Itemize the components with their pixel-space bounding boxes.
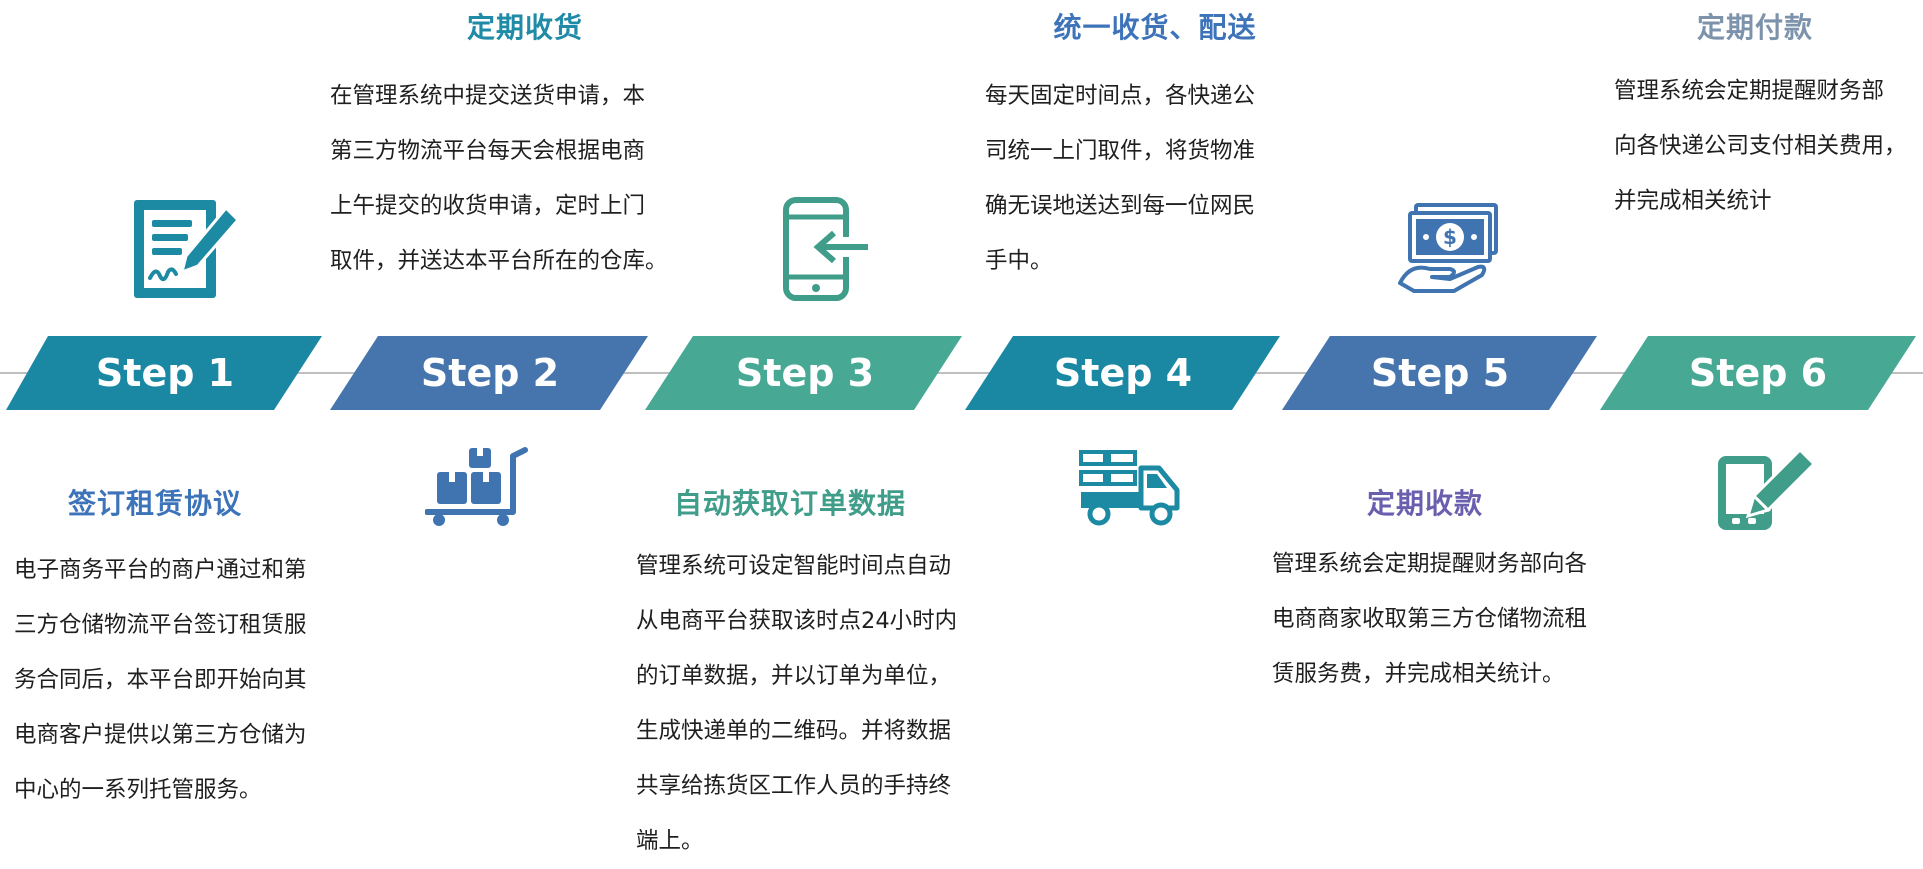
step6-banner: [1600, 336, 1916, 410]
step-timeline: [0, 336, 1923, 410]
step5-label: Step 5: [1370, 351, 1510, 395]
step6-title: 定期付款: [1696, 11, 1813, 44]
step2-title: 定期收货: [466, 11, 583, 44]
phone-arrow-icon: [783, 197, 868, 301]
step6-label: Step 6: [1688, 351, 1828, 395]
step4-banner: [965, 336, 1280, 410]
step3-title: 自动获取订单数据: [673, 487, 906, 520]
step2-label: Step 2: [420, 351, 560, 395]
step1-banner: [6, 336, 322, 410]
step6-description: 管理系统会定期提醒财务部 向各快递公司支付相关费用， 并完成相关统计: [1614, 78, 1907, 214]
step5-banner: [1282, 336, 1597, 410]
step4-label: Step 4: [1053, 351, 1193, 395]
step3-description: 管理系统可设定智能时间点自动 从电商平台获取该时点24小时内 的订单数据，并以订…: [636, 553, 958, 854]
step2-description: 在管理系统中提交送货申请，本 第三方物流平台每天会根据电商 上午提交的收货申请，…: [330, 83, 668, 274]
contract-sign-icon: [134, 200, 241, 298]
cart-boxes-icon: [425, 447, 528, 526]
tablet-pen-icon: [1718, 447, 1817, 530]
step3-label: Step 3: [735, 351, 875, 395]
step1-description: 电子商务平台的商户通过和第 三方仓储物流平台签订租赁服 务合同后，本平台即开始向…: [14, 557, 307, 803]
step5-title: 定期收款: [1366, 487, 1483, 520]
svg-text:$: $: [1443, 225, 1457, 249]
step5-description: 管理系统会定期提醒财务部向各 电商商家收取第三方仓储物流租 赁服务费，并完成相关…: [1272, 551, 1588, 687]
delivery-truck-icon: [1079, 450, 1180, 526]
step1-title: 签订租赁协议: [67, 487, 242, 520]
step4-title: 统一收货、配送: [1053, 11, 1257, 44]
step2-banner: [330, 336, 648, 410]
step3-banner: [645, 336, 962, 410]
step4-description: 每天固定时间点，各快递公 司统一上门取件，将货物准 确无误地送达到每一位网民 手…: [985, 83, 1256, 274]
step1-label: Step 1: [95, 351, 235, 395]
money-hand-icon: $: [1398, 203, 1498, 293]
